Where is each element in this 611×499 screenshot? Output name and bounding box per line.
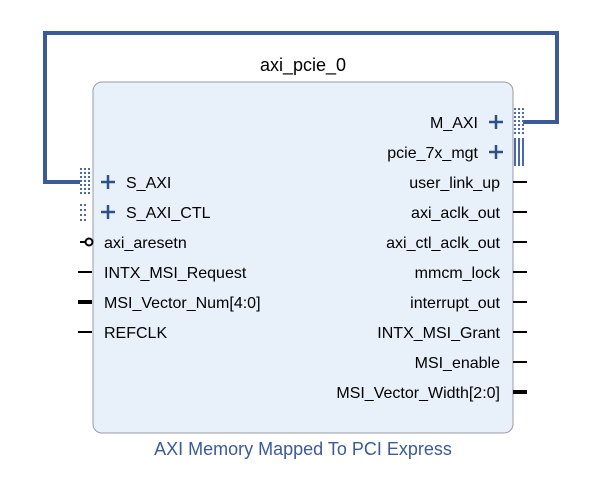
port-msi-vector-num[interactable]: MSI_Vector_Num[4:0] <box>78 295 261 312</box>
port-m-axi[interactable]: M_AXI <box>430 108 524 134</box>
port-intx-msi-grant[interactable]: INTX_MSI_Grant <box>377 325 527 342</box>
port-label: interrupt_out <box>410 295 500 312</box>
port-axi-aresetn[interactable]: axi_aresetn <box>80 235 187 252</box>
bus-interface-dots <box>514 108 524 134</box>
port-mmcm-lock[interactable]: mmcm_lock <box>415 265 527 282</box>
bus-interface-lines <box>514 138 524 166</box>
port-intx-msi-request[interactable]: INTX_MSI_Request <box>78 265 247 282</box>
expand-icon[interactable] <box>489 115 503 129</box>
ip-name: AXI Memory Mapped To PCI Express <box>154 439 452 459</box>
port-label: MSI_enable <box>415 355 500 372</box>
port-label: MSI_Vector_Width[2:0] <box>336 385 500 402</box>
port-label: INTX_MSI_Grant <box>377 325 500 342</box>
port-msi-enable[interactable]: MSI_enable <box>415 355 527 372</box>
bus-interface-dots <box>80 204 86 221</box>
port-label: INTX_MSI_Request <box>104 265 247 282</box>
bus-interface-dots <box>80 168 90 194</box>
port-axi-aclk-out[interactable]: axi_aclk_out <box>411 205 527 222</box>
port-label: S_AXI <box>126 175 171 192</box>
ip-block[interactable] <box>92 81 514 434</box>
port-label: mmcm_lock <box>415 265 501 282</box>
port-label: axi_aclk_out <box>411 205 501 222</box>
port-axi-ctl-aclk-out[interactable]: axi_ctl_aclk_out <box>386 235 527 252</box>
expand-icon[interactable] <box>101 175 115 189</box>
connection-net[interactable] <box>43 31 559 184</box>
port-s-axi-ctl[interactable]: S_AXI_CTL <box>80 204 211 222</box>
port-label: M_AXI <box>430 115 478 132</box>
port-label: axi_ctl_aclk_out <box>386 235 500 252</box>
port-label: S_AXI_CTL <box>126 205 211 222</box>
port-label: axi_aresetn <box>104 235 187 252</box>
expand-icon[interactable] <box>489 145 503 159</box>
port-label: user_link_up <box>409 175 500 192</box>
port-msi-vector-width[interactable]: MSI_Vector_Width[2:0] <box>336 385 527 402</box>
port-label: MSI_Vector_Num[4:0] <box>104 295 261 312</box>
expand-icon[interactable] <box>101 205 115 219</box>
port-s-axi[interactable]: S_AXI <box>80 168 171 194</box>
port-refclk[interactable]: REFCLK <box>78 325 167 342</box>
port-pcie-7x-mgt[interactable]: pcie_7x_mgt <box>387 138 524 166</box>
active-low-bubble <box>84 237 94 247</box>
port-label: REFCLK <box>104 325 167 342</box>
port-interrupt-out[interactable]: interrupt_out <box>410 295 527 312</box>
instance-name: axi_pcie_0 <box>260 55 346 76</box>
port-label: pcie_7x_mgt <box>387 145 478 162</box>
port-user-link-up[interactable]: user_link_up <box>409 175 527 192</box>
